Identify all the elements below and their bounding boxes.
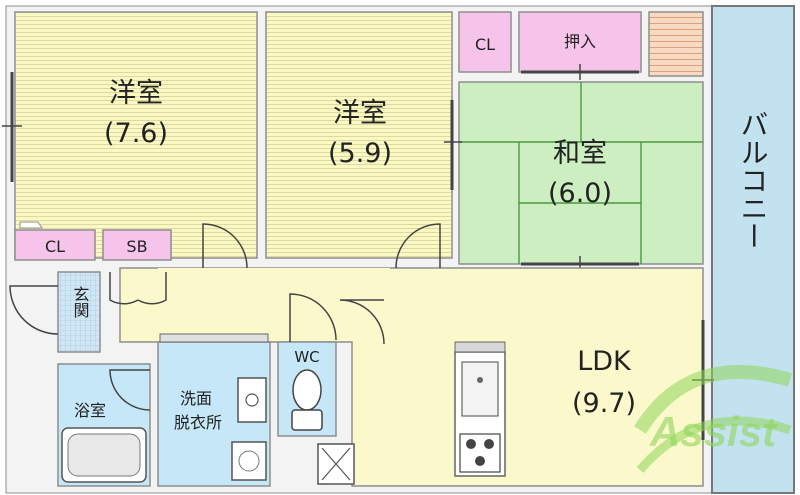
shoebox-label: SB xyxy=(126,237,147,256)
western-room-1-name: 洋室 xyxy=(109,78,163,109)
washroom-label-line2: 脱衣所 xyxy=(174,413,222,432)
japanese-room-name: 和室 xyxy=(553,138,607,169)
western-room-1-size: (7.6) xyxy=(104,118,168,149)
closet-top xyxy=(458,11,512,73)
closet-top-label: CL xyxy=(475,35,495,54)
entrance-label: 玄関 xyxy=(71,286,90,319)
bathroom-label: 浴室 xyxy=(74,401,106,420)
storage-floor xyxy=(648,11,704,77)
wc-label: WC xyxy=(294,348,319,366)
assist-logo xyxy=(634,364,793,473)
assist-logo-text: Assist xyxy=(649,408,778,455)
shoebox xyxy=(102,229,172,261)
western-room-2 xyxy=(265,11,453,259)
western-room-1 xyxy=(14,11,258,259)
balcony-label: バルコニー xyxy=(737,110,770,250)
oshiire-label: 押入 xyxy=(564,32,596,51)
closet-left-label: CL xyxy=(45,237,65,256)
ldk-size: (9.7) xyxy=(572,388,636,419)
ldk-name: LDK xyxy=(577,346,632,377)
western-room-2-size: (5.9) xyxy=(328,138,392,169)
entrance xyxy=(57,271,101,353)
japanese-room-size: (6.0) xyxy=(548,178,612,209)
oshiire xyxy=(518,11,642,73)
balcony xyxy=(711,5,795,494)
western-room-2-name: 洋室 xyxy=(333,98,387,129)
washroom-label-line1: 洗面 xyxy=(180,389,212,408)
closet-left xyxy=(14,229,96,261)
